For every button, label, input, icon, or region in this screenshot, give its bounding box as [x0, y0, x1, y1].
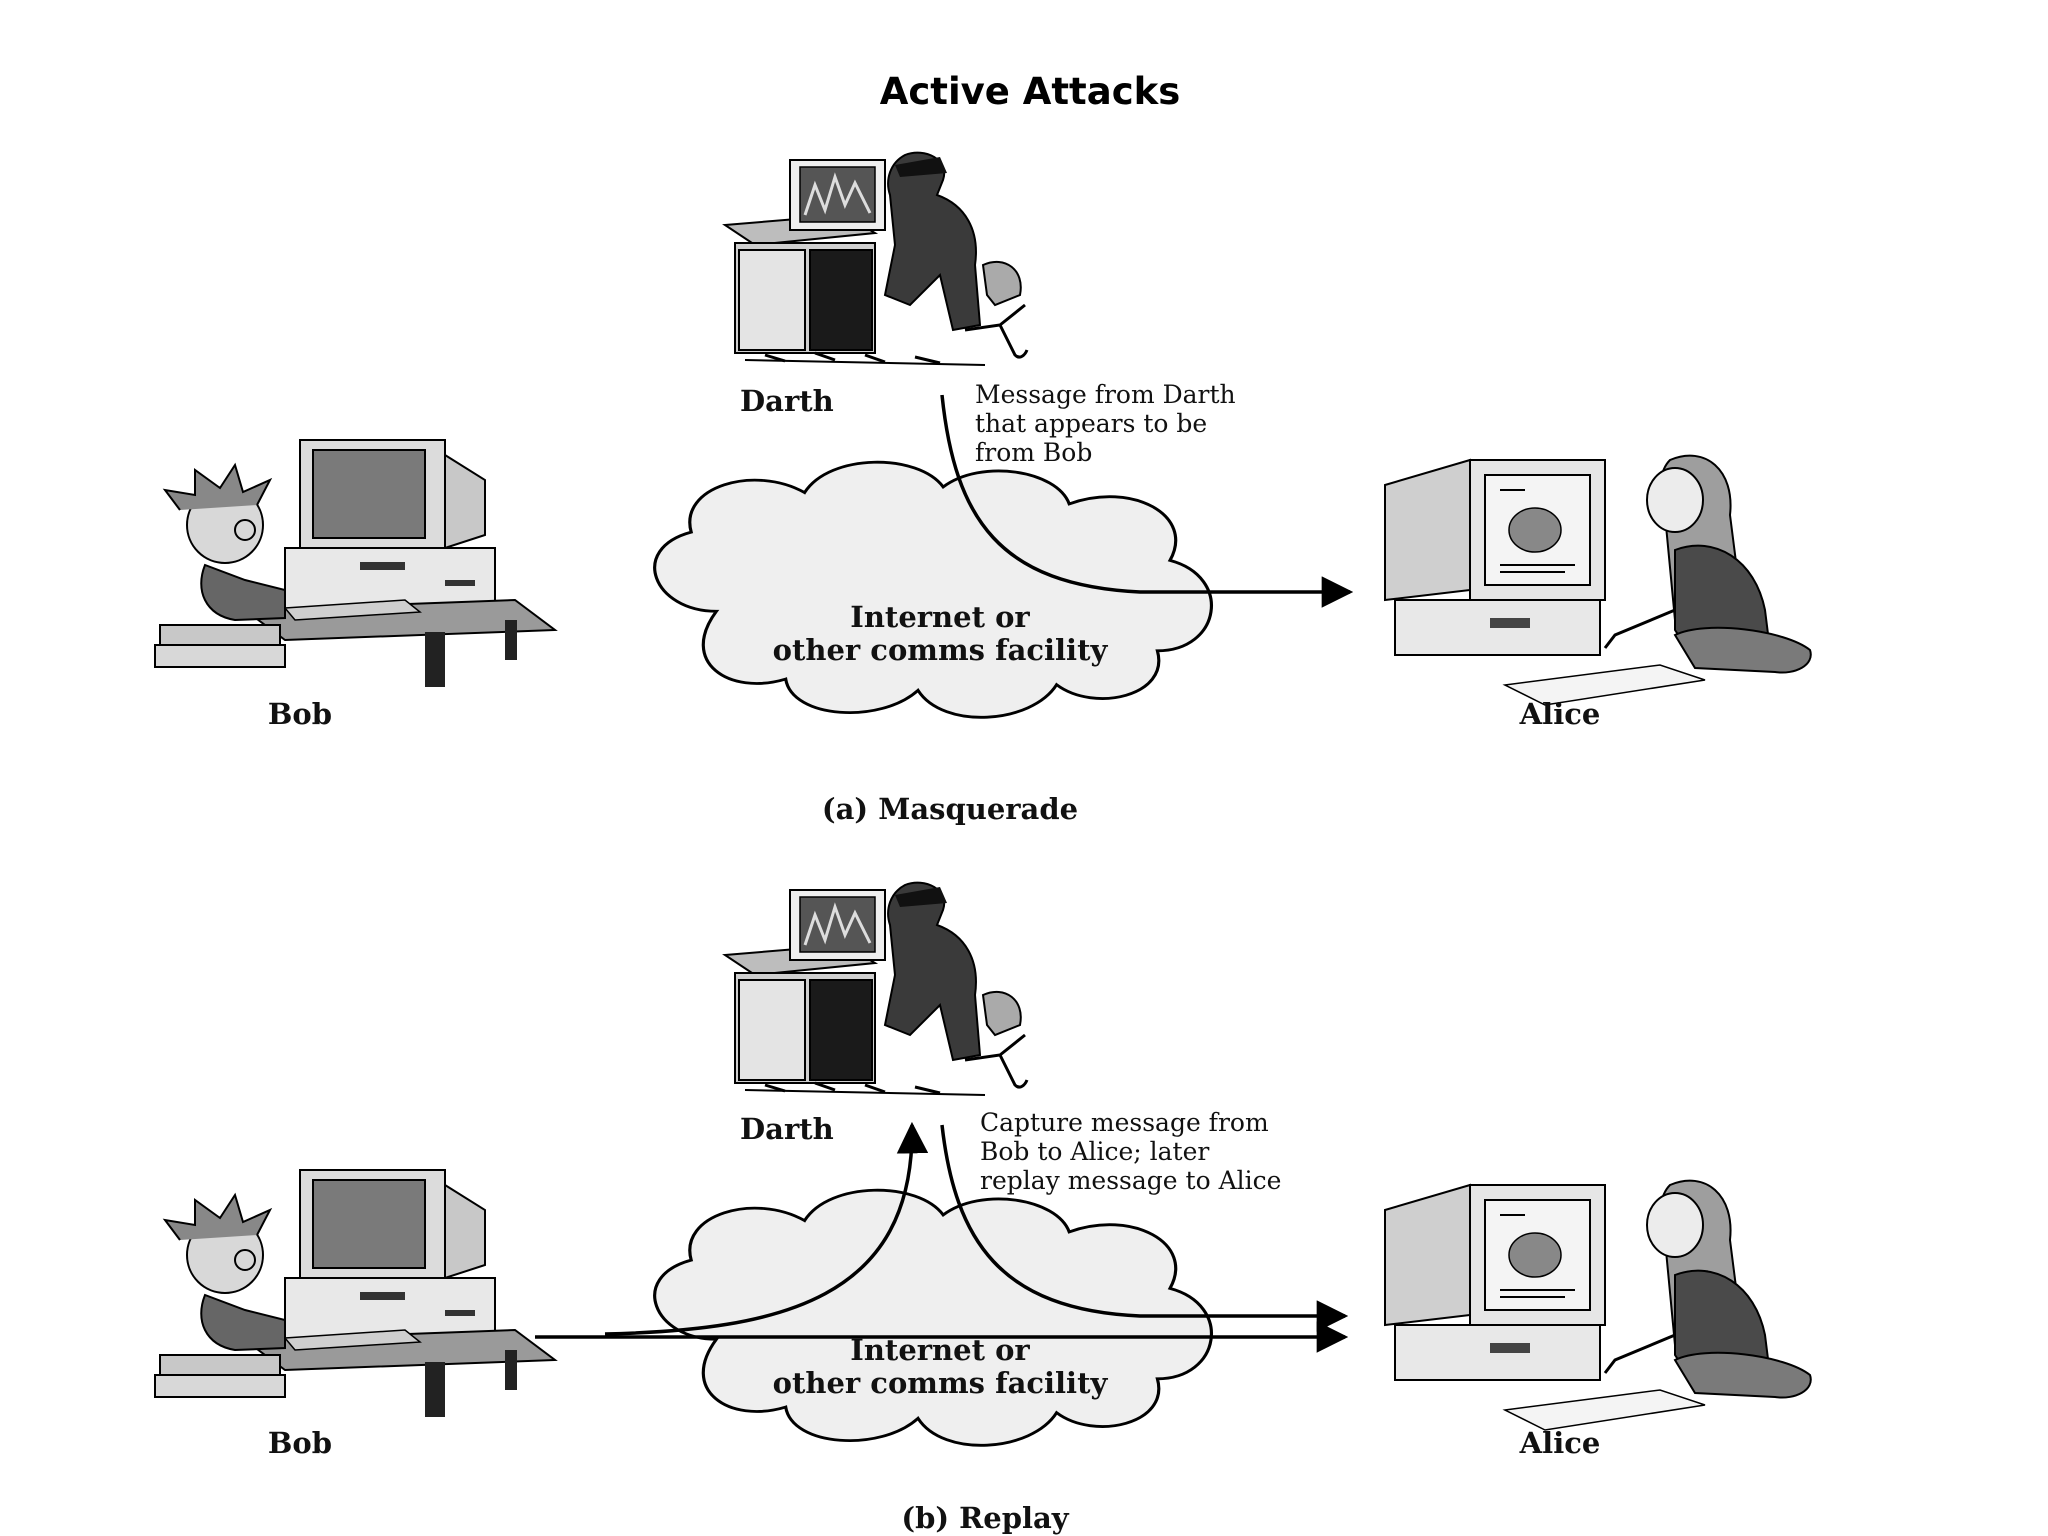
- note-line-3: from Bob: [975, 438, 1092, 467]
- darth-illustration: [723, 881, 1029, 1097]
- note-line-2: Bob to Alice; later: [980, 1137, 1209, 1166]
- darth-illustration: [723, 151, 1029, 367]
- note-line-3: replay message to Alice: [980, 1166, 1281, 1195]
- replay-arrow: [940, 1124, 1349, 1332]
- panel-masquerade: Darth Message from Darth that appears to…: [154, 151, 1813, 826]
- capture-arrow: [604, 1121, 929, 1336]
- darth-label: Darth: [740, 384, 834, 418]
- masquerade-arrow: [940, 394, 1354, 608]
- bob-illustration: [154, 439, 556, 688]
- note-line-2: that appears to be: [975, 409, 1207, 438]
- alice-label: Alice: [1519, 697, 1601, 731]
- alice-illustration: [1383, 454, 1813, 707]
- cloud-label-line-1: Internet or: [850, 1333, 1030, 1367]
- bob-label: Bob: [268, 1426, 332, 1460]
- network-cloud: [653, 1188, 1213, 1447]
- bob-label: Bob: [268, 697, 332, 731]
- panel-replay: Darth Capture message from Bob to Alice;…: [154, 881, 1813, 1535]
- cloud-label-line-2: other comms facility: [773, 1366, 1109, 1400]
- slide-title: Active Attacks: [879, 70, 1181, 113]
- cloud-label-line-1: Internet or: [850, 600, 1030, 634]
- caption-masquerade: (a) Masquerade: [822, 792, 1078, 826]
- alice-illustration: [1383, 1179, 1813, 1432]
- alice-label: Alice: [1519, 1426, 1601, 1460]
- caption-replay: (b) Replay: [901, 1501, 1069, 1535]
- note-line-1: Message from Darth: [975, 380, 1236, 409]
- darth-label: Darth: [740, 1112, 834, 1146]
- bob-illustration: [154, 1169, 556, 1418]
- note-line-1: Capture message from: [980, 1108, 1269, 1137]
- cloud-label-line-2: other comms facility: [773, 633, 1109, 667]
